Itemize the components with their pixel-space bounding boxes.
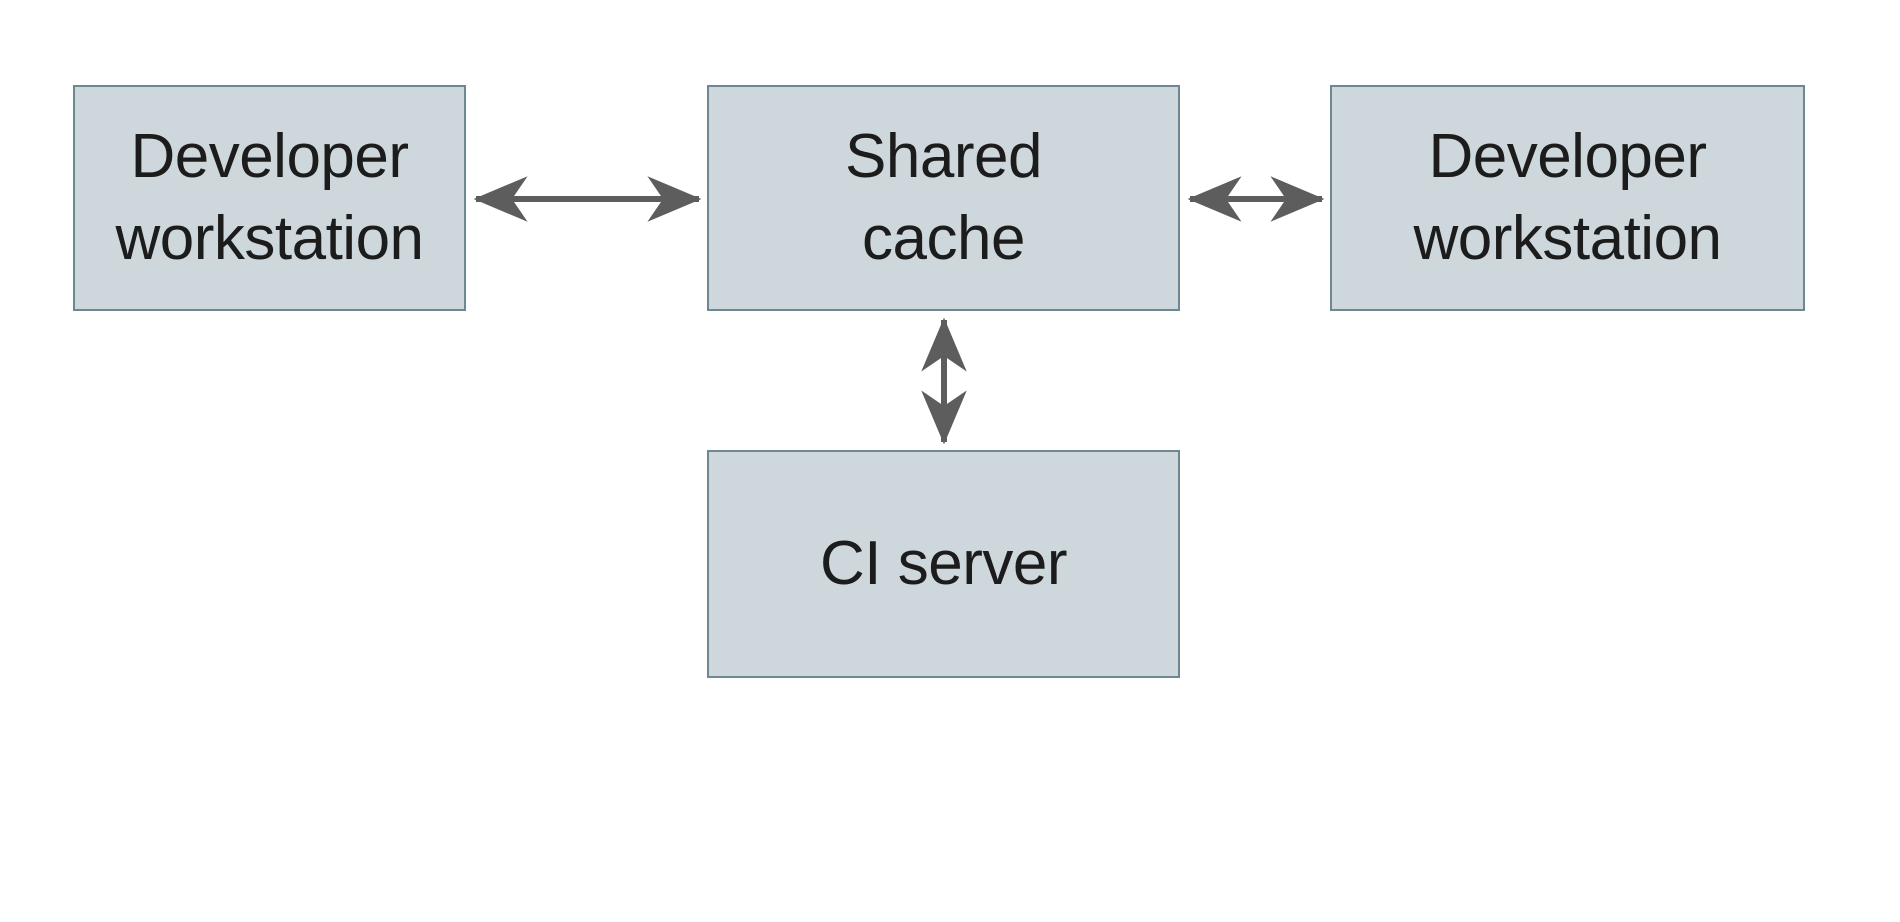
node-label: CI server	[820, 529, 1067, 599]
node-developer-workstation-left[interactable]: Developer workstation	[73, 85, 466, 311]
node-developer-workstation-right[interactable]: Developer workstation	[1330, 85, 1805, 311]
node-label: Developer workstation	[115, 122, 424, 273]
node-shared-cache[interactable]: Shared cache	[707, 85, 1180, 311]
node-label: Developer workstation	[1413, 122, 1722, 273]
node-ci-server[interactable]: CI server	[707, 450, 1180, 678]
node-label: Shared cache	[845, 122, 1042, 273]
